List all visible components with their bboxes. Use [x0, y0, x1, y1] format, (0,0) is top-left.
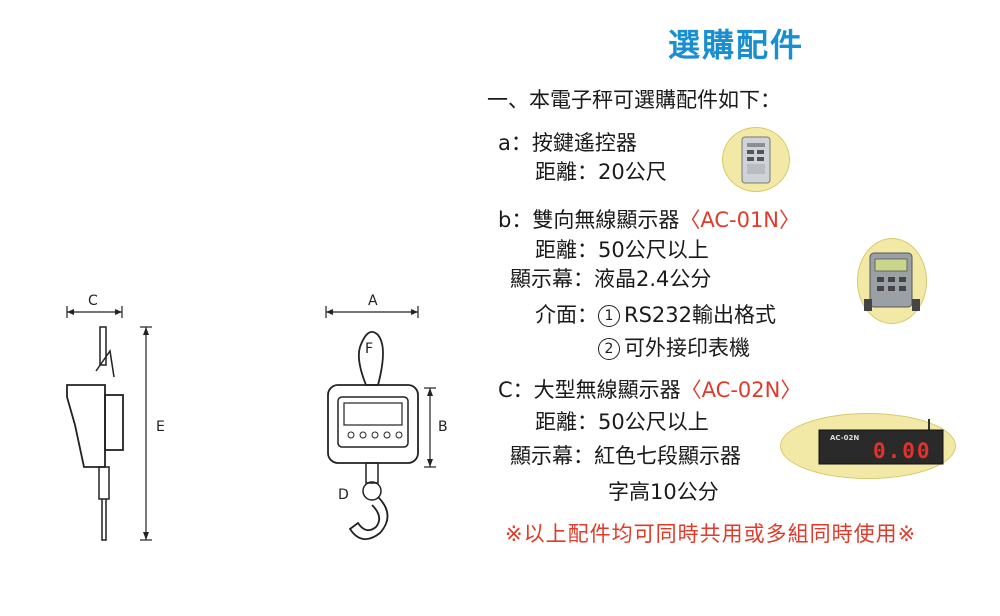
item-b-interface-2: 可外接印表機	[624, 336, 750, 360]
footer-note: ※以上配件均可同時共用或多組同時使用※	[505, 522, 917, 546]
remote-control-image	[722, 127, 790, 192]
dim-label-d: D	[338, 487, 349, 503]
remote-control-icon	[741, 136, 771, 184]
handheld-display-icon	[864, 252, 920, 311]
item-c-screen: 顯示幕：紅色七段顯示器	[510, 444, 741, 468]
dim-label-f: F	[365, 341, 373, 357]
item-a-distance: 距離：20公尺	[535, 160, 667, 184]
led-display-icon	[818, 419, 944, 465]
item-b-screen: 顯示幕：液晶2.4公分	[510, 267, 712, 291]
item-b-label-row: b：雙向無線顯示器〈AC-01N〉	[498, 208, 800, 232]
intro-text: 一、本電子秤可選購配件如下：	[487, 88, 781, 112]
item-c-char-height: 字高10公分	[608, 480, 719, 504]
dim-label-b: B	[438, 419, 448, 435]
item-b-interface-label: 介面：	[535, 303, 598, 327]
scale-front-view-diagram: A B F D	[325, 293, 448, 540]
item-b-distance: 距離：50公尺以上	[535, 238, 709, 262]
item-a-label: a：按鍵遙控器	[498, 131, 637, 155]
wireless-display-ac01n-image	[857, 238, 927, 324]
item-c-distance: 距離：50公尺以上	[535, 410, 709, 434]
item-c-label-row: C：大型無線顯示器〈AC-02N〉	[498, 378, 801, 402]
scale-side-view-diagram: C E	[66, 293, 165, 541]
large-display-ac02n-image: AC-02N 0.00	[780, 413, 956, 479]
item-c-label: C：大型無線顯示器	[498, 378, 681, 402]
display-brand: AC-02N	[830, 434, 860, 442]
number-2-icon: 2	[598, 338, 620, 360]
item-b-interface-1: RS232輸出格式	[624, 303, 777, 327]
dim-label-a: A	[368, 293, 378, 309]
display-value: 0.00	[873, 439, 932, 463]
number-1-icon: 1	[598, 305, 620, 327]
item-b-label: b：雙向無線顯示器	[498, 208, 680, 232]
page-title: 選購配件	[668, 26, 805, 64]
dim-label-e: E	[156, 419, 165, 435]
item-b-model: 〈AC-01N〉	[679, 208, 801, 232]
dim-label-c: C	[88, 293, 98, 309]
item-c-model: 〈AC-02N〉	[680, 378, 802, 402]
